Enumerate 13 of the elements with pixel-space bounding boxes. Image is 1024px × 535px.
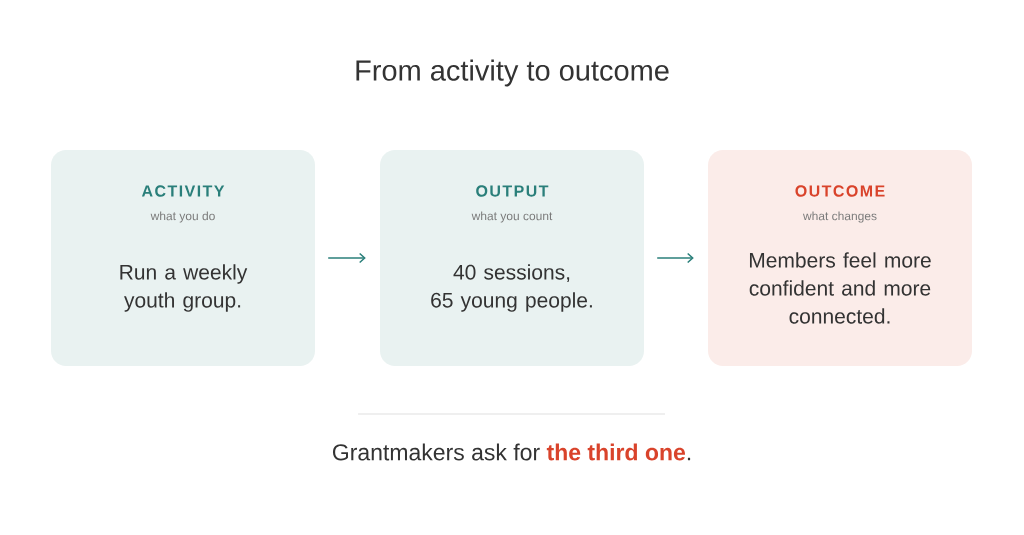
card-heading: OUTPUT xyxy=(476,185,549,197)
card-subtitle: what you do xyxy=(150,211,215,223)
card-text: Run a weekly youth group. xyxy=(120,264,248,312)
arrow xyxy=(327,252,366,264)
card-subtitle: what you count xyxy=(471,211,553,223)
card-subtitle: what changes xyxy=(802,211,877,223)
card-heading: ACTIVITY xyxy=(141,185,225,197)
caption: Grantmakers ask for the third one. xyxy=(332,443,691,461)
card-text: Members feel more confident and more connected. xyxy=(749,252,931,324)
arrow xyxy=(656,252,694,264)
card-text: 40 sessions, 65 young people. xyxy=(431,264,592,312)
card-heading: OUTCOME xyxy=(795,185,885,197)
title: From activity to outcome xyxy=(356,59,669,87)
